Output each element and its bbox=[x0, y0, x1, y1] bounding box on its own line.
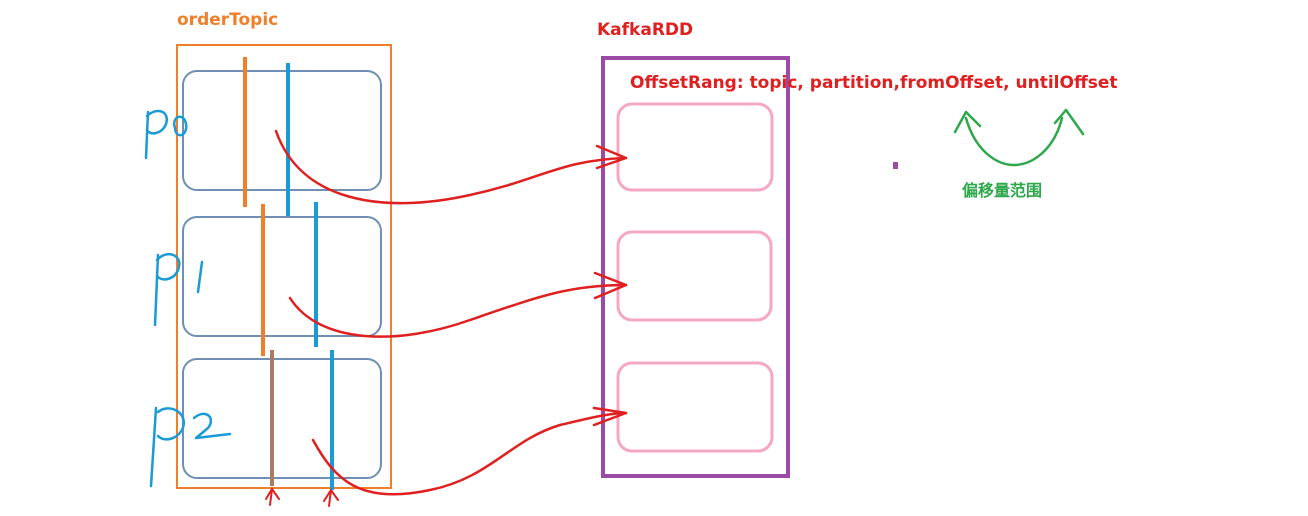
mapping-arrow-p2 bbox=[311, 411, 628, 496]
rdd-title: KafkaRDD bbox=[597, 20, 694, 40]
rdd-partition-2 bbox=[616, 361, 774, 453]
range-arrowhead-right bbox=[1053, 108, 1085, 136]
range-arc bbox=[964, 116, 1064, 167]
stray-dot bbox=[893, 162, 898, 169]
mapping-arrow-p1 bbox=[288, 283, 628, 338]
handwritten-label-p2 bbox=[149, 406, 232, 488]
arrowhead-p0 bbox=[595, 144, 628, 170]
topic-title: orderTopic bbox=[177, 10, 279, 30]
rdd-partition-1 bbox=[616, 230, 773, 322]
arrowhead-p1 bbox=[593, 271, 628, 300]
handwritten-label-p0 bbox=[144, 109, 188, 160]
topic-partition-box-0 bbox=[182, 70, 382, 191]
arrowhead-p2 bbox=[592, 406, 628, 427]
offset-range-annotation bbox=[953, 108, 1085, 167]
rdd-partition-0 bbox=[616, 102, 774, 192]
offset-range-caption: OffsetRang: topic, partition,fromOffset,… bbox=[630, 73, 1118, 93]
topic-partition-box-2 bbox=[182, 358, 382, 479]
range-arrowhead-left bbox=[953, 110, 982, 134]
rdd-frame bbox=[601, 56, 790, 478]
topic-partition-box-1 bbox=[182, 216, 382, 337]
offset-range-label: 偏移量范围 bbox=[962, 181, 1043, 200]
caret-marker-blue bbox=[323, 488, 339, 507]
caret-marker-brown bbox=[265, 487, 280, 506]
mapping-arrow-p0 bbox=[274, 129, 628, 205]
handwritten-label-p1 bbox=[153, 252, 204, 327]
topic-frame bbox=[176, 44, 392, 489]
